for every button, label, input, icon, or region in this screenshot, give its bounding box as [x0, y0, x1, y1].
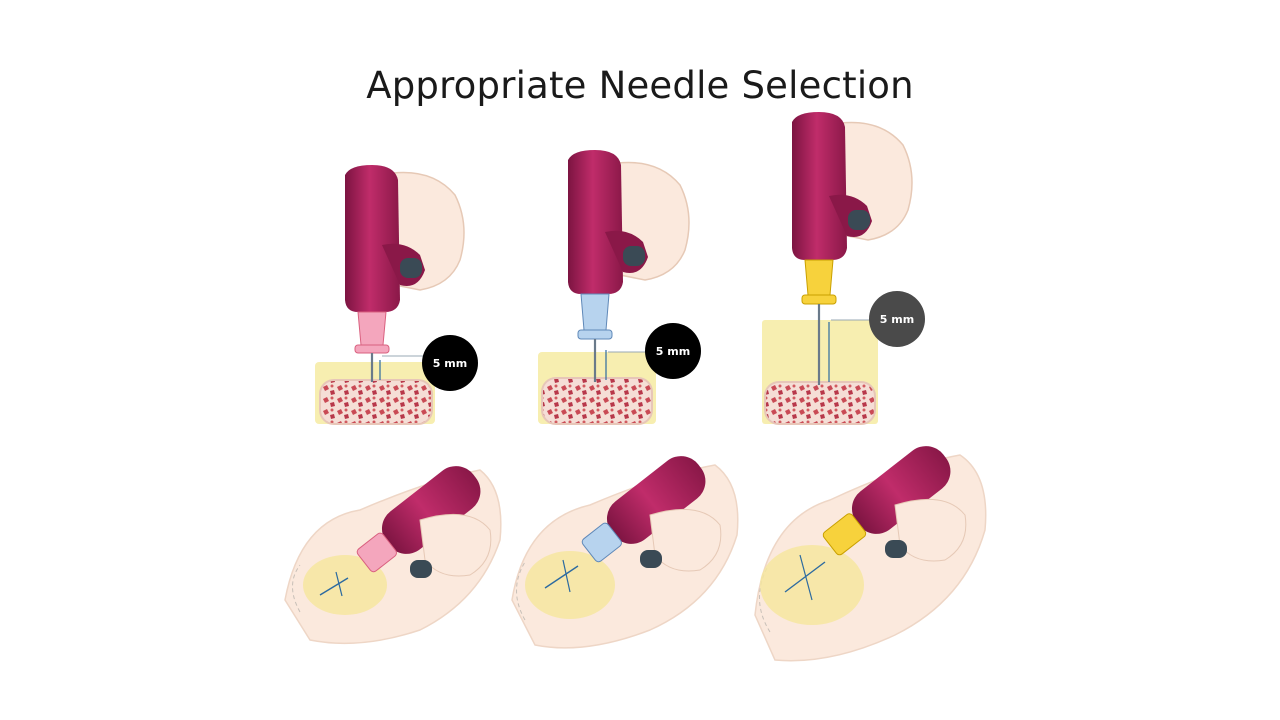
humeral-head [303, 555, 387, 615]
direction-arrow [544, 565, 579, 589]
depth-label: 5 mm [880, 313, 914, 326]
driver-body [568, 150, 623, 294]
trigger-button [848, 210, 870, 230]
depth-label: 5 mm [433, 357, 467, 370]
hub-flange [354, 344, 390, 354]
hub-flange [801, 294, 837, 305]
driver-body [345, 165, 400, 312]
bottom-panel-3 [754, 446, 987, 662]
driver-body [851, 446, 951, 534]
bone-marrow [764, 381, 876, 425]
humeral-head [760, 545, 864, 625]
needle-hub [580, 293, 610, 331]
bottom-panel-2 [511, 456, 739, 649]
depth-badge [422, 335, 478, 391]
needle-hub [822, 513, 867, 556]
depth-label: 5 mm [656, 345, 690, 358]
depth-arrow [562, 559, 571, 593]
needle-hub [357, 311, 387, 346]
bone-outline [292, 564, 301, 613]
top-panel-1: 5 mm [315, 165, 478, 425]
depth-arrow [335, 571, 343, 597]
trigger-button [640, 550, 662, 568]
depth-badge [645, 323, 701, 379]
top-panel-2: 5 mm [538, 150, 701, 425]
depth-badge [869, 291, 925, 347]
hand-shape [649, 508, 722, 572]
driver-body [606, 456, 706, 544]
bone-marrow [541, 377, 653, 425]
trigger-button [885, 540, 907, 558]
needle-hub [356, 532, 397, 573]
bone-outline [516, 561, 526, 621]
needle-hub [804, 259, 834, 296]
top-panel-3: 5 mm [762, 112, 925, 425]
needle-hub [581, 522, 622, 563]
slide-title: Appropriate Needle Selection [366, 64, 914, 107]
humeral-head [525, 551, 615, 619]
bone-marrow [319, 379, 433, 425]
trigger-button [400, 258, 422, 278]
direction-arrow [319, 577, 349, 596]
bottom-panel-1 [284, 466, 502, 645]
trigger-button [623, 246, 645, 266]
driver-body [381, 466, 481, 554]
driver-body [792, 112, 847, 260]
direction-arrow [784, 561, 826, 593]
hand-shape [419, 513, 492, 577]
hand-shape [894, 498, 967, 562]
hub-flange [577, 329, 613, 340]
trigger-button [410, 560, 432, 578]
depth-arrow [799, 554, 813, 601]
